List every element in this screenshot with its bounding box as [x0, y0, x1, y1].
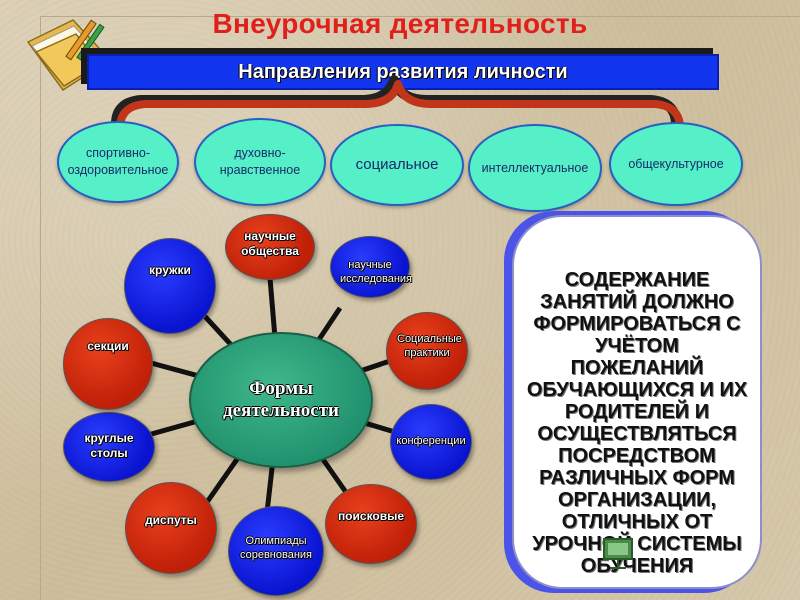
direction-label: духовно-нравственное [219, 146, 301, 177]
form-node-label: научные общества [241, 229, 299, 258]
direction-label: социальное [355, 155, 439, 173]
form-node: поисковые [325, 484, 417, 564]
form-node: Социальные практики [386, 312, 468, 390]
info-text: СОДЕРЖАНИЕ ЗАНЯТИЙ ДОЛЖНО ФОРМИРОВАТЬСЯ … [526, 269, 748, 577]
presentation-icon [603, 538, 633, 569]
form-node-label: научные исследования [340, 259, 412, 285]
directions-banner: Направления развития личности [87, 54, 719, 90]
direction-bubble: духовно-нравственное [194, 118, 326, 206]
direction-bubble: социальное [330, 124, 464, 206]
form-node: научные исследования [330, 236, 412, 298]
frame-line [40, 16, 41, 600]
form-node: Олимпиады соревнования [228, 506, 324, 596]
page-title: Внеурочная деятельность [212, 8, 588, 39]
form-node-label: круглые столы [84, 431, 134, 460]
info-card: СОДЕРЖАНИЕ ЗАНЯТИЙ ДОЛЖНО ФОРМИРОВАТЬСЯ … [512, 215, 762, 589]
form-node-label: конференции [396, 435, 466, 447]
form-node-label: диспуты [145, 513, 197, 527]
center-label: Формы деятельности [223, 378, 339, 421]
banner-label: Направления развития личности [238, 60, 568, 83]
form-node-label: поисковые [337, 509, 405, 523]
folder-icon [26, 19, 112, 92]
direction-bubble: интеллектуальное [468, 124, 602, 212]
frame-line [40, 16, 800, 17]
form-node: кружки [124, 238, 216, 334]
direction-bubble: общекультурное [609, 122, 743, 206]
forms-center-node: Формы деятельности [189, 332, 373, 468]
form-node: научные общества [225, 214, 315, 280]
form-node-label: Олимпиады соревнования [239, 535, 313, 561]
form-node: диспуты [125, 482, 217, 574]
form-node: круглые столы [63, 412, 155, 482]
direction-label: интеллектуальное [481, 160, 589, 175]
form-node: секции [63, 318, 153, 410]
form-node-label: секции [87, 339, 129, 353]
form-node: конференции [390, 404, 472, 480]
direction-label: спортивно-оздоровительное [67, 146, 169, 177]
direction-bubble: спортивно-оздоровительное [57, 121, 179, 203]
direction-label: общекультурное [628, 156, 724, 171]
form-node-label: кружки [149, 263, 191, 277]
form-node-label: Социальные практики [397, 333, 462, 359]
